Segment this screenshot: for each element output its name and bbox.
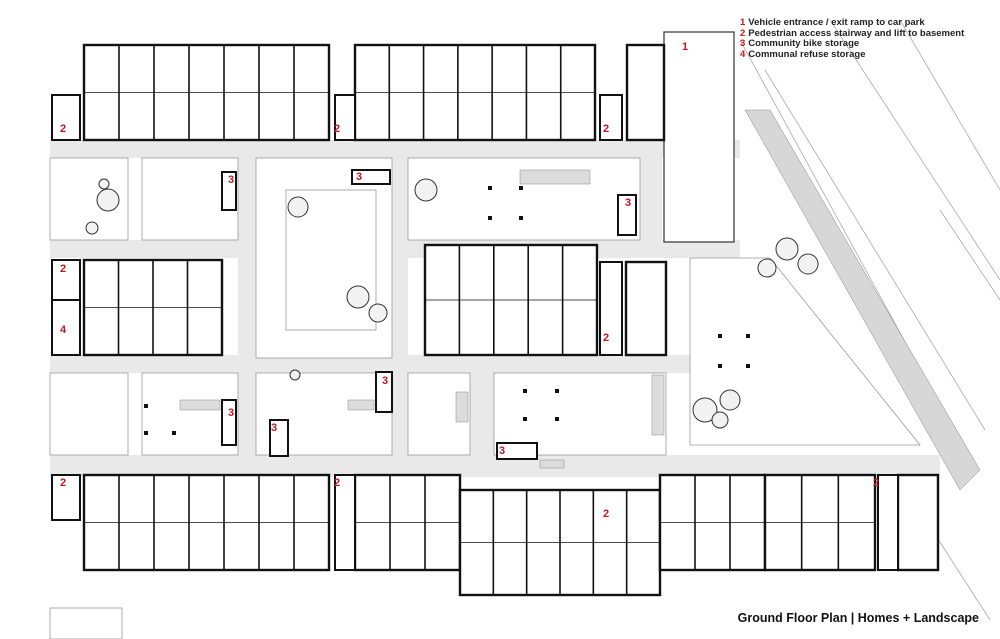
marker-bike: 3	[355, 171, 363, 183]
marker-refuse: 4	[59, 324, 67, 336]
marker-bike: 3	[227, 174, 235, 186]
marker-stair: 2	[59, 263, 67, 275]
bollards	[144, 186, 750, 435]
east-plaza	[689, 257, 921, 446]
marker-bike: 3	[227, 407, 235, 419]
marker-stair: 2	[333, 477, 341, 489]
marker-stair: 2	[872, 477, 880, 489]
plan-caption: Ground Floor Plan | Homes + Landscape	[737, 611, 979, 625]
marker-bike: 3	[624, 197, 632, 209]
marker-stair: 2	[59, 477, 67, 489]
party-walls	[84, 45, 875, 595]
marker-stair: 2	[602, 332, 610, 344]
bike-stores	[221, 169, 637, 460]
tree-belt	[744, 109, 981, 491]
marker-bike: 3	[498, 445, 506, 457]
marker-stair: 2	[602, 123, 610, 135]
car-park-ramp	[663, 31, 735, 243]
marker-bike: 3	[270, 422, 278, 434]
marker-bike: 3	[381, 375, 389, 387]
marker-stair: 2	[333, 123, 341, 135]
stair-lift-cores	[51, 94, 899, 571]
marker-ramp: 1	[681, 41, 689, 53]
planters	[179, 169, 665, 469]
paving-paths	[50, 140, 940, 480]
trees	[85, 178, 819, 429]
marker-stair: 2	[59, 123, 67, 135]
marker-stair: 2	[602, 508, 610, 520]
neighbouring-building	[49, 607, 123, 639]
